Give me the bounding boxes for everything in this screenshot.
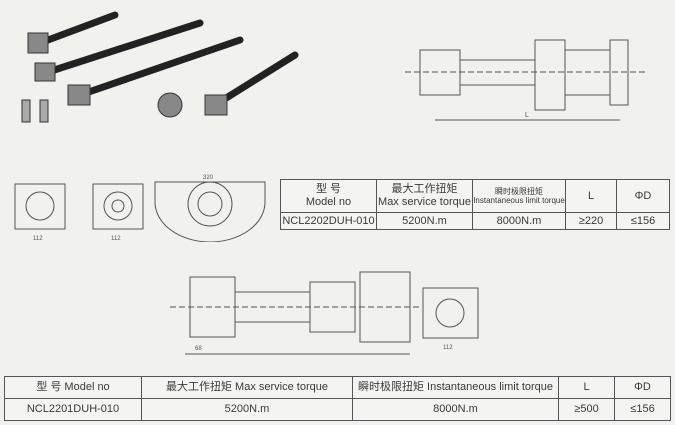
header-model: 型 号 Model no: [4, 376, 142, 399]
dimension-label: 68: [195, 346, 202, 352]
drawing-assembly-top: L: [405, 39, 645, 121]
cell-D: ≤156: [616, 212, 670, 230]
dimension-label-L: L: [525, 112, 529, 119]
cell-L: ≥500: [558, 398, 615, 421]
header-max-torque: 最大工作扭矩 Max service torque: [141, 376, 353, 399]
cell-model: NCL2201DUH-010: [4, 398, 142, 421]
table-header-row: 型 号 Model no 最大工作扭矩 Max service torque 瞬…: [4, 376, 671, 399]
cell-max-torque: 5200N.m: [141, 398, 353, 421]
dimension-label: 112: [111, 236, 121, 242]
product-photo-drive-shafts: [21, 11, 299, 123]
cell-D: ≤156: [614, 398, 671, 421]
dimension-label: 112: [443, 345, 453, 351]
cell-limit-torque: 8000N.m: [352, 398, 559, 421]
spec-table-ncl2201: 型 号 Model no 最大工作扭矩 Max service torque 瞬…: [4, 376, 671, 421]
header-L: L: [558, 376, 615, 399]
header-L: L: [565, 179, 617, 213]
header-limit-torque: 瞬时极限扭矩 Instantaneous limit torque: [352, 376, 559, 399]
table-row: NCL2201DUH-010 5200N.m 8000N.m ≥500 ≤156: [4, 398, 671, 421]
header-D: ΦD: [616, 179, 670, 213]
header-D: ΦD: [614, 376, 671, 399]
drawing-flange-end-view: 112: [422, 287, 479, 351]
dimension-label: 112: [33, 236, 43, 242]
cell-max-torque: 5200N.m: [376, 212, 473, 230]
dimension-label: 320: [203, 175, 214, 181]
cell-limit-torque: 8000N.m: [472, 212, 566, 230]
table-row: NCL2202DUH-010 5200N.m 8000N.m ≥220 ≤156: [280, 212, 670, 230]
drawing-flange-views: 112 112 320: [14, 175, 266, 242]
cell-model: NCL2202DUH-010: [280, 212, 377, 230]
drawing-assembly-bottom: 68: [170, 271, 420, 355]
cell-L: ≥220: [565, 212, 617, 230]
